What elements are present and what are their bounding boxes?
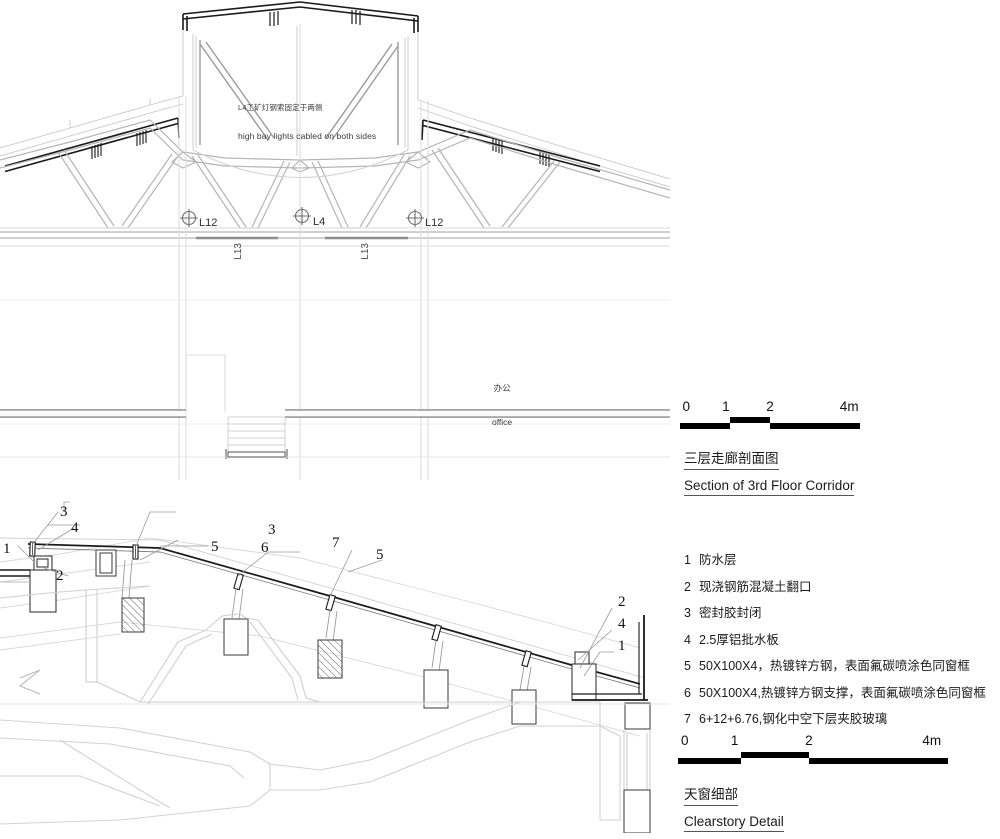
light-fixture-symbols bbox=[180, 207, 424, 227]
stair-landing bbox=[225, 449, 288, 459]
room-label-office-en: office bbox=[492, 417, 513, 428]
floor-slab bbox=[0, 409, 670, 425]
scale-detail-tick-4m: 4m bbox=[922, 733, 942, 748]
detail-callout-5-right: 5 bbox=[376, 547, 384, 563]
scale-bar-section-body bbox=[680, 416, 860, 429]
scale-detail-seg-1-2 bbox=[741, 752, 809, 758]
key-note-text-5: 50X100X4，热镀锌方钢，表面氟碳喷涂色同窗框 bbox=[699, 659, 970, 673]
scale-tick-4m: 4m bbox=[839, 399, 859, 414]
high-bay-light-note-en: high bay lights cabled on both sides bbox=[238, 130, 377, 141]
support-posts bbox=[121, 559, 532, 692]
callout-leaders bbox=[17, 501, 614, 677]
scale-bar-section: 0 1 2 4m bbox=[680, 399, 860, 429]
key-note-row-1: 1 防水层 bbox=[684, 549, 986, 568]
key-note-num-1: 1 bbox=[684, 553, 691, 567]
section-3rd-floor-corridor-drawing bbox=[0, 1, 670, 480]
rail-tag-l13-left: L13 bbox=[233, 243, 244, 260]
steel-support-boxes bbox=[95, 549, 117, 577]
scale-tick-2: 2 bbox=[766, 399, 774, 414]
key-note-text-2: 现浇钢筋混凝土翻口 bbox=[699, 579, 812, 594]
right-wall-column bbox=[623, 730, 651, 833]
detail-truss bbox=[0, 585, 670, 705]
scale-detail-tick-2: 2 bbox=[805, 733, 813, 748]
detail-callout-5-mid: 5 bbox=[211, 539, 219, 555]
scale-bar-section-ticks: 0 1 2 4m bbox=[680, 399, 860, 416]
detail-callout-4-right: 4 bbox=[618, 616, 626, 632]
title-detail-en: Clearstory Detail bbox=[684, 814, 784, 832]
corridor-partitions bbox=[0, 299, 670, 412]
scale-tick-1: 1 bbox=[722, 399, 730, 414]
key-note-row-3: 3 密封胶封闭 bbox=[684, 602, 986, 621]
scale-detail-tick-0: 0 bbox=[680, 733, 689, 748]
scale-bar-detail-ticks: 0 1 2 4m bbox=[678, 733, 948, 750]
detail-callout-6-mid: 6 bbox=[261, 540, 269, 556]
roof-metal-edge-left bbox=[4, 117, 180, 173]
key-note-row-2: 2 现浇钢筋混凝土翻口 bbox=[684, 576, 986, 595]
left-upstand-assembly bbox=[0, 555, 57, 613]
stair bbox=[227, 416, 286, 453]
key-note-num-2: 2 bbox=[684, 579, 691, 594]
key-notes-list: 1 防水层 2 现浇钢筋混凝土翻口 3 密封胶封闭 4 2.5厚铝批水板 5 5… bbox=[684, 549, 986, 735]
room-label-office-cn: 办公 bbox=[493, 382, 511, 393]
key-note-row-6: 6 50X100X4,热镀锌方钢支撑，表面氟碳喷涂色同窗框 bbox=[684, 682, 986, 701]
key-note-row-5: 5 50X100X4，热镀锌方钢，表面氟碳喷涂色同窗框 bbox=[684, 655, 986, 674]
key-note-num-3: 3 bbox=[684, 606, 691, 620]
key-note-num-6: 6 bbox=[684, 685, 691, 700]
scale-detail-seg-0-1 bbox=[678, 758, 742, 764]
key-note-num-7: 7 bbox=[684, 712, 691, 726]
lighting-cable bbox=[192, 149, 409, 178]
key-note-num-5: 5 bbox=[684, 659, 691, 673]
title-section-3rd-floor-corridor: 三层走廊剖面图 Section of 3rd Floor Corridor bbox=[684, 447, 855, 503]
clerestory-truss bbox=[199, 40, 399, 145]
ceiling-line bbox=[0, 227, 670, 247]
key-note-row-4: 4 2.5厚铝批水板 bbox=[684, 629, 986, 648]
support-box-plain-3 bbox=[511, 689, 537, 725]
title-section-en: Section of 3rd Floor Corridor bbox=[684, 478, 855, 496]
title-section-cn: 三层走廊剖面图 bbox=[684, 447, 779, 470]
clearstory-detail-drawing bbox=[0, 501, 670, 833]
detail-callout-1-right: 1 bbox=[618, 638, 626, 654]
right-upstand-assembly bbox=[571, 615, 651, 730]
fixture-tag-l12-right: L12 bbox=[425, 217, 444, 229]
support-box-hatched-2 bbox=[317, 639, 343, 679]
detail-callout-2-right: 2 bbox=[618, 594, 626, 610]
scale-bar-detail: 0 1 2 4m bbox=[678, 733, 948, 764]
title-clearstory-detail: 天窗细部 Clearstory Detail bbox=[684, 783, 784, 839]
detail-callout-2-left: 2 bbox=[56, 568, 64, 584]
detail-callout-7-mid: 7 bbox=[332, 535, 340, 551]
scale-bar-detail-body bbox=[678, 750, 948, 764]
key-note-text-1: 防水层 bbox=[699, 553, 737, 567]
key-note-text-4: 2.5厚铝批水板 bbox=[699, 632, 779, 647]
clerestory-mullion-caps bbox=[269, 10, 361, 26]
detail-callout-1-left: 1 bbox=[3, 541, 11, 557]
detail-truss-right bbox=[0, 701, 621, 825]
high-bay-light-note-cn: L4工矿灯钢索固定于两侧 bbox=[238, 102, 323, 112]
support-box-plain-1 bbox=[223, 618, 249, 656]
rail-tag-l13-right: L13 bbox=[360, 243, 371, 260]
key-note-text-6: 50X100X4,热镀锌方钢支撑，表面氟碳喷涂色同窗框 bbox=[699, 685, 986, 700]
key-note-row-7: 7 6+12+6.76,钢化中空下层夹胶玻璃 bbox=[684, 708, 986, 727]
scale-seg-0-1 bbox=[680, 423, 731, 429]
key-note-num-4: 4 bbox=[684, 632, 691, 647]
key-note-text-3: 密封胶封闭 bbox=[699, 606, 762, 620]
high-bay-light-note: L4工矿灯钢索固定于两侧 high bay lights cabled on b… bbox=[238, 84, 376, 160]
fixture-tag-l12-left: L12 bbox=[199, 217, 218, 229]
scale-detail-tick-1: 1 bbox=[730, 733, 739, 748]
clerestory-top-edge bbox=[182, 1, 419, 33]
title-detail-cn: 天窗细部 bbox=[684, 783, 738, 806]
support-box-hatched-1 bbox=[121, 597, 145, 633]
fixture-tag-l4: L4 bbox=[313, 216, 326, 228]
detail-callout-3-mid: 3 bbox=[268, 522, 276, 538]
scale-detail-seg-2-4 bbox=[808, 758, 948, 764]
key-note-text-7: 6+12+6.76,钢化中空下层夹胶玻璃 bbox=[699, 712, 888, 726]
detail-callout-4-left: 4 bbox=[71, 520, 79, 536]
room-label-office: 办公 office bbox=[492, 360, 512, 452]
detail-callout-3-left: 3 bbox=[60, 504, 68, 520]
scale-tick-0: 0 bbox=[682, 399, 691, 414]
scale-seg-1-2 bbox=[730, 417, 770, 423]
scale-seg-2-4 bbox=[770, 423, 860, 429]
